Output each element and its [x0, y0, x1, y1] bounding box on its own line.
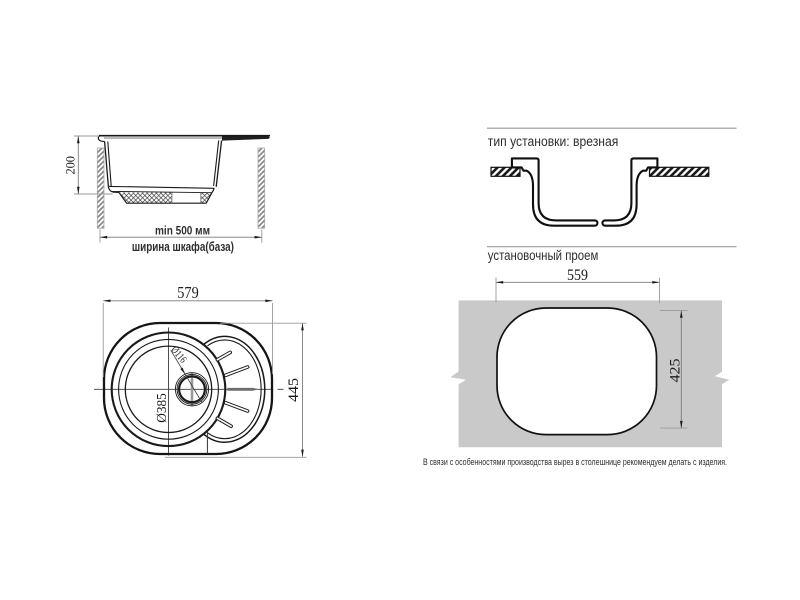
- production-note: В связи с особенностями производства выр…: [423, 457, 727, 467]
- drain-circles: [174, 372, 210, 407]
- profile-left-half: [510, 157, 599, 227]
- bowl-diameter-text: Ø385: [154, 393, 169, 423]
- profile-right-half: [601, 157, 659, 227]
- cutout-width-text: 559: [567, 267, 588, 284]
- cutout-depth-dimension: 425: [660, 310, 688, 429]
- drainboard-edge-outer: [203, 335, 266, 443]
- bowl-circles: [110, 331, 227, 448]
- cabinet-width-label-text: ширина шкафа(база): [132, 239, 234, 254]
- drain-diameter-text: Ø116: [168, 345, 188, 366]
- center-groove: [227, 387, 259, 391]
- plan-depth-dimension: 445: [165, 322, 307, 458]
- sink-bottom-crosshatch: [119, 192, 212, 203]
- cabinet-min-width-text: min 500 мм: [155, 224, 210, 238]
- cabinet-width-dimension: min 500 мм ширина шкафа(база): [99, 224, 263, 254]
- countertop-left-bar: [490, 166, 521, 177]
- cabinet-right-wall: [257, 147, 266, 229]
- cutout-hole: [496, 307, 658, 436]
- depth-dimension-text: 200: [63, 156, 78, 175]
- countertop-right-bar: [648, 166, 710, 177]
- drainboard-edge-inner: [207, 339, 262, 440]
- cutout-section: установочный проем 559 425 В связи с осо…: [423, 246, 737, 467]
- sink-outer-oval: [102, 321, 274, 456]
- drainboard-grooves: [215, 350, 259, 428]
- installation-type-section: тип установки: врезная: [487, 127, 737, 227]
- cutout-width-dimension: 559: [495, 267, 660, 304]
- cabinet-left-wall: [96, 147, 105, 229]
- plan-depth-text: 445: [286, 378, 302, 402]
- plan-width-text: 579: [177, 283, 199, 302]
- side-section-view: 200 min 500 мм ширина шкафа(база): [63, 134, 270, 254]
- plan-width-dimension: 579: [102, 283, 273, 377]
- plan-view: Ø116 Ø385 579 445: [94, 283, 307, 458]
- cutout-depth-text: 425: [668, 359, 684, 383]
- installation-type-title: тип установки: врезная: [488, 134, 619, 149]
- sink-section-profile: [97, 134, 270, 204]
- cutout-title: установочный проем: [488, 248, 599, 263]
- depth-dimension: 200: [63, 135, 113, 195]
